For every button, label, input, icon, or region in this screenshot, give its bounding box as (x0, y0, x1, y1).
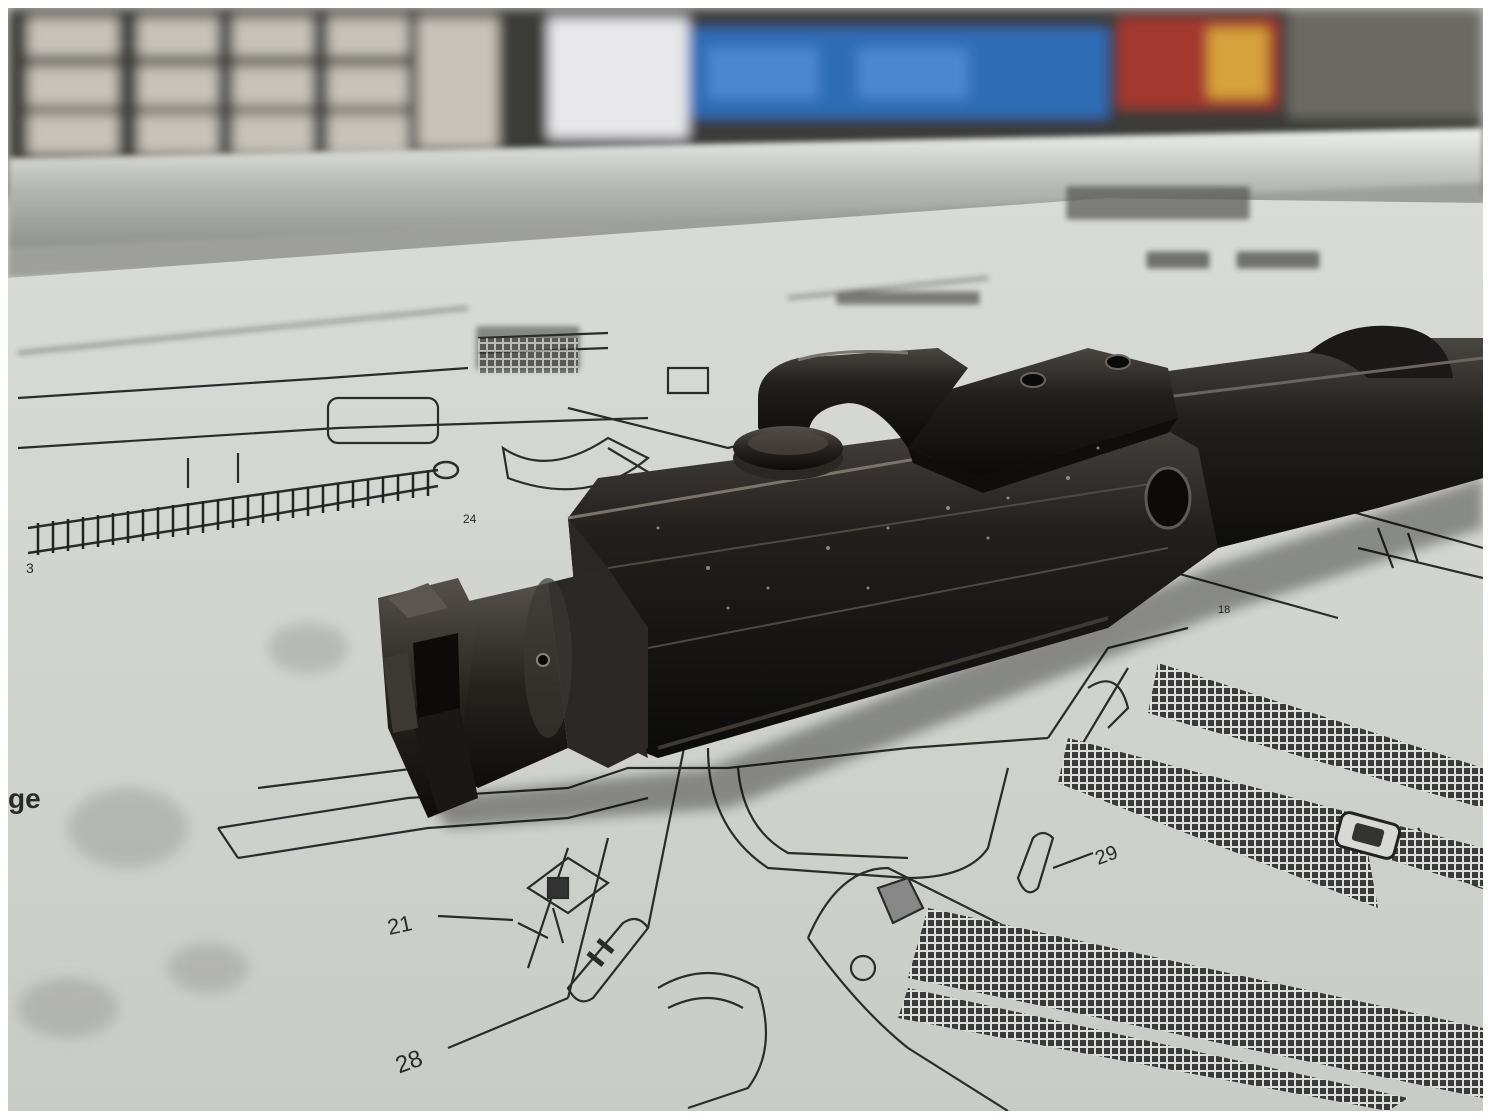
carrier-body (568, 408, 1218, 758)
part-29-pin (1016, 831, 1094, 894)
label-3: 3 (26, 560, 34, 576)
ejector-pin-hole (536, 653, 550, 667)
part-21-drawing (437, 856, 610, 944)
bolt-carrier-group (378, 325, 1483, 828)
photo-frame: ge 3 21 28 29 24 18 (8, 8, 1483, 1111)
recoil-spring (27, 460, 460, 555)
checkered-grip-lower (898, 908, 1483, 1111)
carrier-port (1144, 466, 1192, 530)
grime-spots (18, 623, 348, 1038)
checkered-grip-upper (1058, 663, 1483, 908)
cam-pin (733, 426, 843, 480)
bolt-head (378, 568, 648, 818)
label-24: 24 (463, 512, 477, 526)
gas-key (758, 348, 1178, 493)
label-21: 21 (385, 910, 414, 940)
label-edge: ge (8, 783, 41, 814)
bcg-photo: ge 3 21 28 29 24 18 (8, 8, 1483, 1111)
part-28-pin (447, 917, 650, 1050)
